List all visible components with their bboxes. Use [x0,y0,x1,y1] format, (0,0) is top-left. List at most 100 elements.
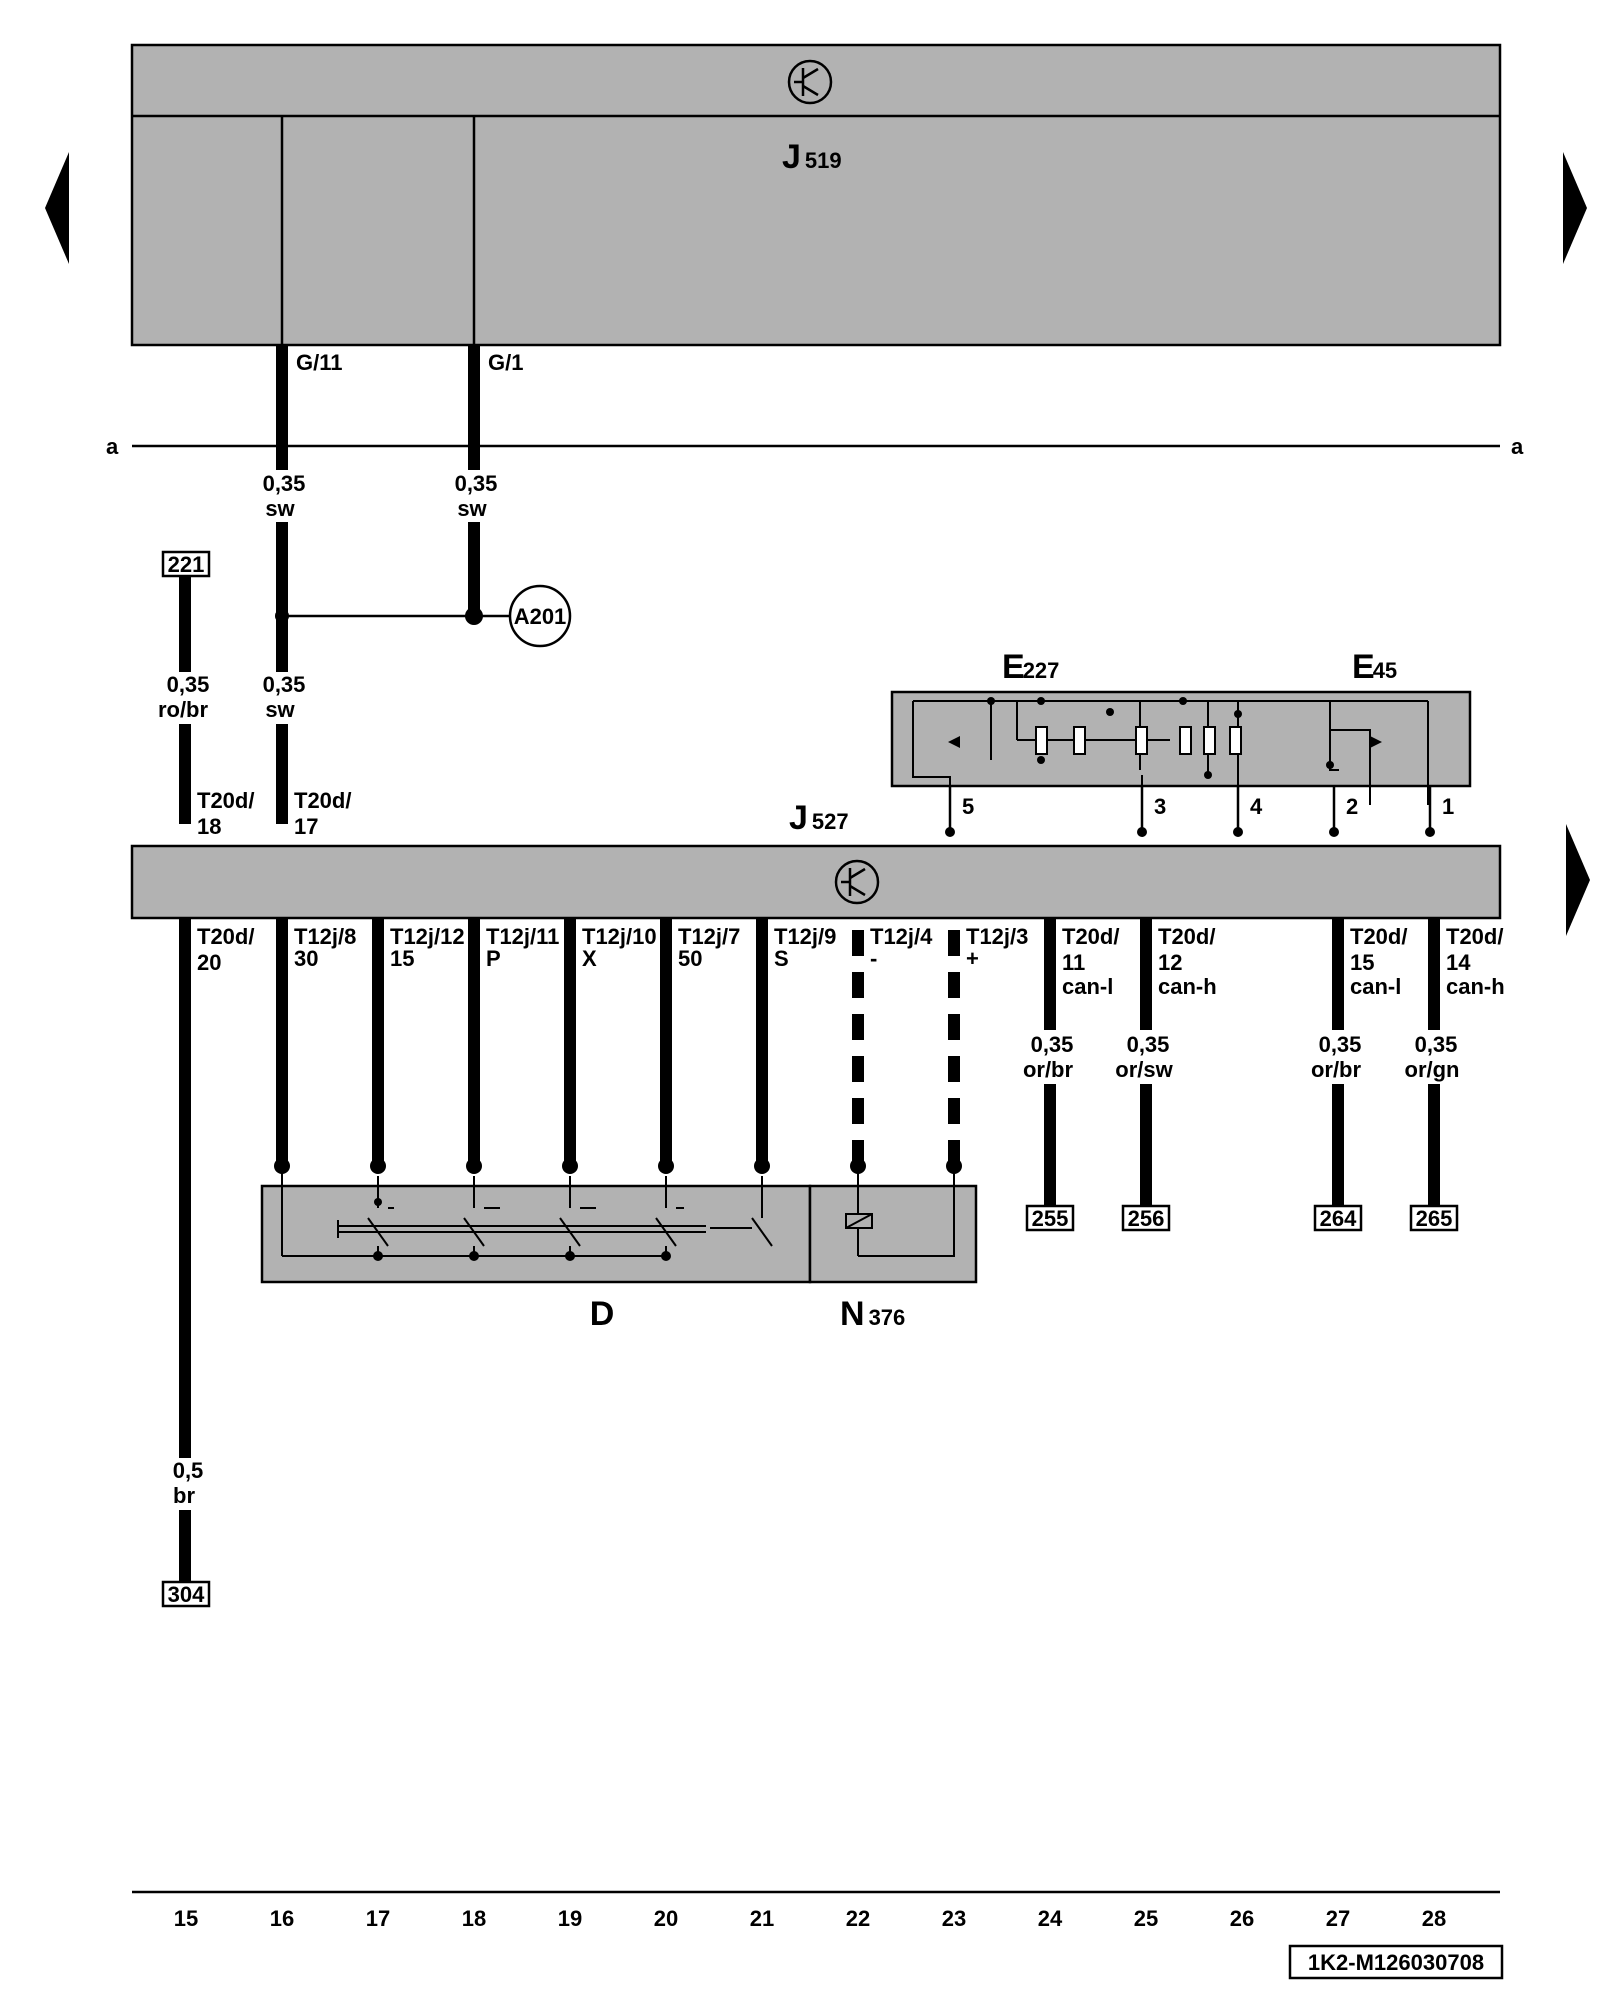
a201-label: A201 [514,604,567,629]
svg-text:11: 11 [1062,950,1085,975]
column-17: 17 [366,1906,390,1931]
svg-text:S: S [774,946,789,971]
pin-t20d-18: T20d/ [197,788,254,813]
ref-256[interactable] [1121,1204,1171,1232]
svg-text:+: + [966,946,979,971]
column-25: 25 [1134,1906,1158,1931]
column-27: 27 [1326,1906,1350,1931]
wire-24-color: or/br [1023,1057,1074,1082]
diagram-code-box [1288,1944,1504,1980]
pin-t20d-11: T20d/ [1062,924,1119,949]
column-28: 28 [1422,1906,1446,1931]
svg-text:can-h: can-h [1446,974,1505,999]
wire-28-size: 0,35 [1415,1032,1458,1057]
column-19: 19 [558,1906,582,1931]
svg-text:265: 265 [1416,1206,1453,1231]
diagram-code: 1K2-M126030708 [1308,1950,1484,1975]
ref-255[interactable] [1025,1204,1075,1232]
n376-coil [845,1166,955,1257]
svg-text:-: - [870,946,877,971]
pin-2: 2 [1346,794,1358,819]
pin-t20d-20: T20d/ [197,924,254,949]
separator-label-left: a [106,434,119,459]
wire-27-size: 0,35 [1319,1032,1362,1057]
e45-label: E45 [1352,648,1397,686]
svg-text:264: 264 [1320,1206,1357,1231]
svg-text:X: X [582,946,597,971]
column-20: 20 [654,1906,678,1931]
pin-t12j-11: T12j/11 [486,924,559,949]
column-16: 16 [270,1906,294,1931]
svg-text:15: 15 [1350,950,1374,975]
pin-t12j-4: T12j/4 [870,924,933,949]
electronic-symbol-icon [834,859,880,905]
column-15: 15 [174,1906,198,1931]
svg-text:18: 18 [197,814,221,839]
svg-text:20: 20 [197,950,221,975]
svg-text:14: 14 [1446,950,1471,975]
wire-28-color: or/gn [1405,1057,1460,1082]
column-26: 26 [1230,1906,1254,1931]
wire-18-size: 0,35 [455,471,498,496]
connector-g11: G/11 [296,350,342,375]
e227-label: E227 [1002,648,1059,686]
pin-t12j-9: T12j/9 [774,924,836,949]
wire-18-color: sw [457,496,487,521]
pin-t20d-12: T20d/ [1158,924,1215,949]
ref-265[interactable] [1409,1204,1459,1232]
pin-t20d-14: T20d/ [1446,924,1503,949]
ref-304[interactable] [161,1580,211,1608]
n376-solenoid [808,1184,978,1284]
e227-resistors [1035,726,1242,755]
a201-connector [508,584,572,648]
column-23: 23 [942,1906,966,1931]
svg-text:255: 255 [1032,1206,1069,1231]
wire-15-size: 0,35 [167,672,210,697]
electronic-symbol-icon [787,59,833,105]
wire-15b-size: 0,5 [173,1458,204,1483]
pin-t20d-17: T20d/ [294,788,351,813]
switch-arrow-right-icon [1370,736,1382,748]
j519-unit [130,43,1502,347]
svg-text:15: 15 [390,946,414,971]
ref-264[interactable] [1313,1204,1363,1232]
pin-t12j-10: T12j/10 [582,924,657,949]
pin-t12j-7: T12j/7 [678,924,740,949]
svg-text:256: 256 [1128,1206,1165,1231]
wire-16-color: sw [265,496,295,521]
svg-text:can-l: can-l [1350,974,1401,999]
svg-text:50: 50 [678,946,702,971]
nav-arrow-left[interactable] [45,152,69,264]
wire-15b-color: br [173,1483,195,1508]
svg-text:17: 17 [294,814,318,839]
wire-25-size: 0,35 [1127,1032,1170,1057]
ref-221[interactable] [161,550,211,578]
pin-4: 4 [1250,794,1263,819]
svg-text:P: P [486,946,501,971]
pin-t12j-3: T12j/3 [966,924,1028,949]
connector-g1: G/1 [488,350,523,375]
nav-arrow-right-mid[interactable] [1566,824,1590,936]
wire-24-size: 0,35 [1031,1032,1074,1057]
j527-unit [130,844,1502,920]
wire-25-color: or/sw [1115,1057,1173,1082]
pin-t12j-8: T12j/8 [294,924,356,949]
d-label: D [590,1295,615,1333]
svg-text:304: 304 [168,1582,205,1607]
switch-arrow-left-icon [948,736,960,748]
pin-t20d-15: T20d/ [1350,924,1407,949]
wire-15-color: ro/br [158,697,209,722]
svg-text:221: 221 [168,552,205,577]
column-18: 18 [462,1906,486,1931]
pin-3: 3 [1154,794,1166,819]
wire-16b-size: 0,35 [263,672,306,697]
ignition-switch-d [260,1184,812,1284]
nav-arrow-right-top[interactable] [1563,152,1587,264]
column-22: 22 [846,1906,870,1931]
wire-16b-color: sw [265,697,295,722]
pin-5: 5 [962,794,974,819]
